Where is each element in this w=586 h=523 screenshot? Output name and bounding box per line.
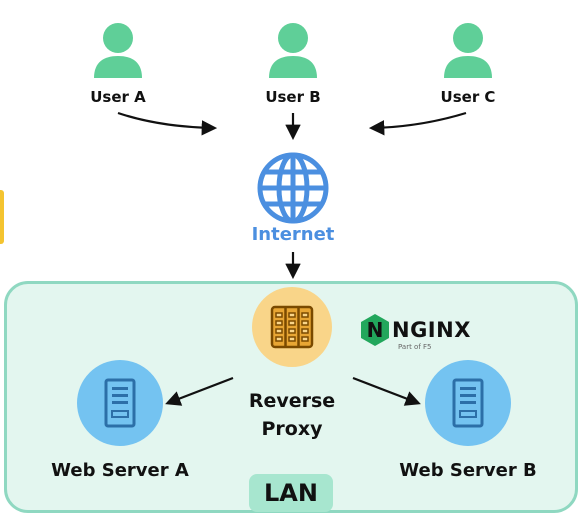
user-icon [94, 23, 142, 78]
lan-label: LAN [249, 474, 333, 512]
arrow-user-a [117, 111, 218, 136]
user-label: User A [90, 88, 146, 106]
user-c: User C [413, 22, 523, 106]
proxy-label-line2: Proxy [261, 418, 323, 440]
globe-icon [257, 152, 329, 224]
server-icon [452, 378, 484, 428]
arrow-proxy-server-a [165, 376, 234, 406]
server-rack-icon [270, 305, 314, 349]
web-server-b-node [425, 360, 511, 446]
edge-accent [0, 190, 4, 244]
web-server-b-label: Web Server B [399, 460, 537, 481]
internet-label: Internet [251, 224, 335, 245]
nginx-hex-icon [361, 314, 389, 346]
user-a: User A [63, 22, 173, 106]
arrow-proxy-server-b [352, 376, 421, 406]
internet-node [255, 150, 331, 230]
proxy-node [252, 287, 332, 367]
proxy-label: Reverse Proxy [232, 387, 352, 443]
web-server-a-label: Web Server A [51, 460, 189, 481]
nginx-logo: N [360, 313, 390, 347]
user-icon [269, 23, 317, 78]
nginx-subtitle: Part of F5 [398, 343, 432, 351]
proxy-label-line1: Reverse [248, 390, 336, 412]
server-icon [104, 378, 136, 428]
arrow-user-c [368, 111, 467, 136]
user-icon [444, 23, 492, 78]
user-label: User C [440, 88, 496, 106]
user-label: User B [265, 88, 321, 106]
user-b: User B [238, 22, 348, 106]
nginx-letter: N [366, 318, 384, 342]
web-server-a-node [77, 360, 163, 446]
nginx-wordmark: NGINX [392, 318, 471, 342]
